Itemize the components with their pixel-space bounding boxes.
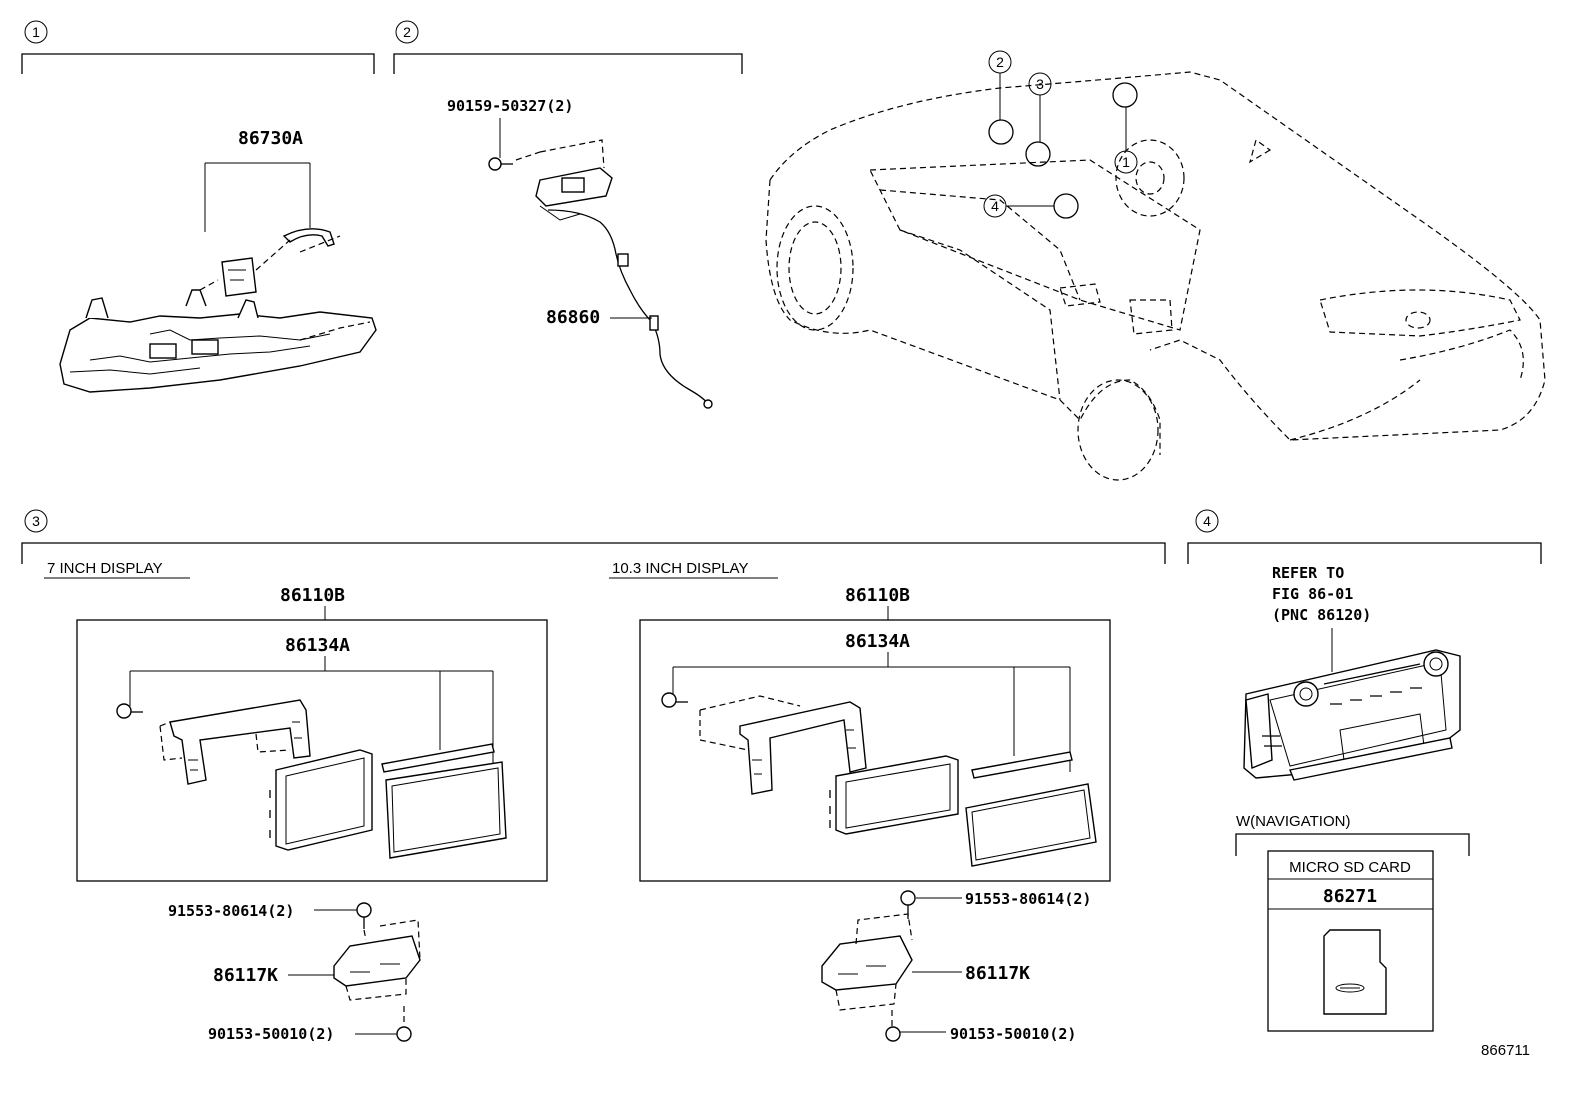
lcd-10 [829,755,959,835]
glass-panel-7 [385,761,507,859]
display-7-inch: 7 INCH DISPLAY 86110B 86134A [44,560,548,1043]
glass-panel-10 [965,783,1097,867]
marker-4 [1053,193,1079,219]
section-1: 1 86730A [21,20,377,393]
microphone-bracket [515,139,613,221]
car-outline [769,71,1546,441]
heading-10-inch: 10.3 INCH DISPLAY [612,560,748,577]
audio-head-unit [1243,649,1461,781]
sd-card-title: MICRO SD CARD [1289,859,1411,876]
stay-86117K-7 [333,919,421,1001]
bolt-91553-10 [900,890,916,919]
bolt-90153-10 [885,1010,901,1042]
screw-10 [661,692,688,708]
label-90153-10: 90153-50010(2) [950,1025,1076,1043]
section-1-bracket [21,53,375,74]
callout-2: 2 [996,54,1004,70]
micro-sd-card-icon [1323,929,1387,1015]
section-4-circle [1195,509,1219,533]
sd-card-part: 86271 [1323,886,1377,907]
trunk-lid [1319,289,1521,337]
lamp-unit [221,228,341,297]
section-3-number: 3 [32,513,40,529]
steering-wheel [1115,139,1185,217]
callout-4: 4 [991,198,999,214]
bolt-90153-7 [396,1006,412,1042]
section-2-circle [395,20,419,44]
label-91553-10: 91553-80614(2) [965,890,1091,908]
leader-86730A [204,162,311,232]
section-4: 4 REFER TO FIG 86-01 (PNC 86120) W(NAVIG… [1187,509,1542,1032]
stay-86117K-10 [821,913,913,1011]
label-90153-7: 90153-50010(2) [208,1025,334,1043]
section-3-circle [24,509,48,533]
rear-wheel [1077,379,1159,481]
refer-line-1: REFER TO [1272,564,1344,582]
emblem [1405,311,1431,329]
bracket-10 [699,695,867,795]
refer-line-3: (PNC 86120) [1272,606,1371,624]
lcd-7 [269,749,373,851]
section-4-number: 4 [1203,513,1211,529]
callout-3: 3 [1036,76,1044,92]
screw-90159 [488,157,513,171]
navigation-label: W(NAVIGATION) [1236,813,1350,830]
label-90159-50327: 90159-50327(2) [447,97,573,115]
label-86117K-7: 86117K [213,965,278,986]
heading-7-inch: 7 INCH DISPLAY [47,560,163,577]
label-86134A-10: 86134A [845,631,910,652]
interior-area [869,159,1201,331]
front-wheel [776,205,854,331]
bracket-7 [159,699,311,785]
frame-86110B-10 [639,619,1111,882]
microphone-cable-86860 [547,209,713,409]
section-1-number: 1 [32,24,40,40]
section-2-bracket [393,53,743,74]
label-86110B-10: 86110B [845,585,910,606]
label-86117K-10: 86117K [965,963,1030,984]
callout-1: 1 [1122,154,1130,170]
label-86110B-7: 86110B [280,585,345,606]
section-3: 3 7 INCH DISPLAY 86110B 86134A [21,509,1166,1043]
frame-86110B-7 [76,619,548,882]
label-86860: 86860 [546,307,600,328]
section-1-circle [24,20,48,44]
marker-2 [988,119,1014,145]
navigation-bracket [1235,833,1470,856]
panel-strip-7 [381,743,495,773]
refer-line-2: FIG 86-01 [1272,585,1353,603]
display-10-inch: 10.3 INCH DISPLAY 86110B 86134A [609,560,1111,1043]
section-4-bracket [1187,542,1542,564]
label-86134A-7: 86134A [285,635,350,656]
section-3-bracket [21,542,1166,564]
section-2-number: 2 [403,24,411,40]
section-2: 2 90159-50327(2) 86860 [393,20,743,409]
bolt-91553-7 [356,902,372,929]
sd-card-box: MICRO SD CARD 86271 [1267,850,1434,1032]
car-overview: 2 3 1 4 [765,50,1546,481]
overhead-console [59,279,377,393]
marker-1 [1112,82,1138,108]
panel-strip-10 [971,751,1073,779]
label-86730A: 86730A [238,128,303,149]
label-91553-7: 91553-80614(2) [168,902,294,920]
marker-3 [1025,141,1051,167]
screw-7 [116,703,143,719]
figure-id: 866711 [1481,1042,1530,1059]
